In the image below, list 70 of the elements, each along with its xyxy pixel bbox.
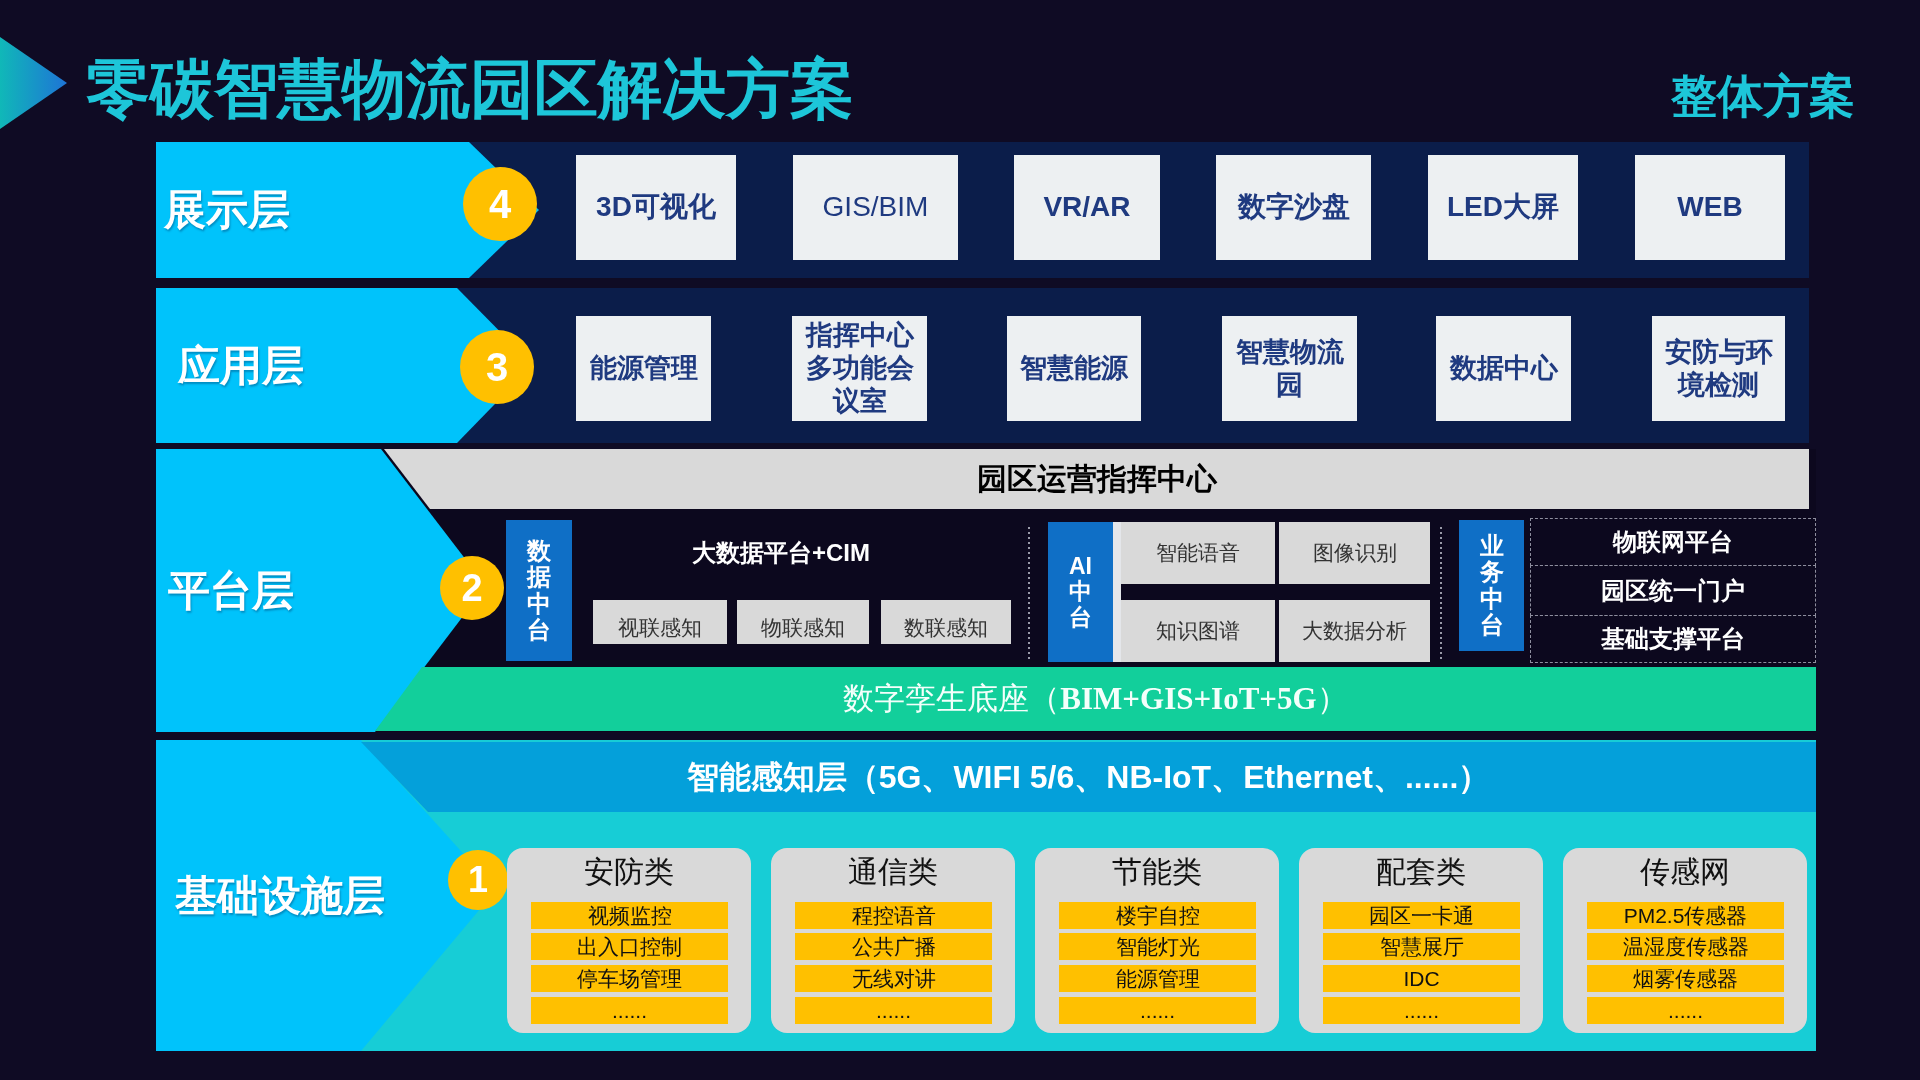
category-card (1035, 848, 1279, 1033)
card-title: 安防类 (584, 854, 674, 890)
card-title: 节能类 (1112, 854, 1202, 890)
card-title: 配套类 (1376, 854, 1466, 890)
capability-tile: 图像识别 (1279, 522, 1430, 584)
platform-item: 园区统一门户 (1530, 565, 1816, 616)
item-bar: PM2.5传感器 (1587, 902, 1784, 929)
item-bar: ...... (1323, 997, 1520, 1024)
network-band: 智能感知层（5G、WIFI 5/6、NB-IoT、Ethernet、......） (361, 742, 1816, 812)
layer-band (156, 449, 1816, 732)
item-bar: 视频监控 (531, 902, 728, 929)
page-title: 零碳智慧物流园区解决方案 (86, 53, 854, 127)
capability-tile: 智能语音 (1121, 522, 1275, 584)
item-bar: ...... (1587, 997, 1784, 1024)
item-bar: 出入口控制 (531, 933, 728, 960)
card-title: 通信类 (848, 854, 938, 890)
layer-title: 基础设施层 (175, 871, 385, 920)
card-title: 传感网 (1640, 854, 1730, 890)
category-card (507, 848, 751, 1033)
item-bar: 无线对讲 (795, 965, 992, 992)
layer-band (156, 740, 1816, 1051)
layer-title: 应用层 (178, 341, 304, 390)
layer-band (156, 288, 1809, 443)
category-card (1299, 848, 1543, 1033)
capability-tile: 视联感知 (593, 600, 727, 644)
item-bar: 温湿度传感器 (1587, 933, 1784, 960)
capability-tile: 大数据分析 (1279, 600, 1430, 662)
section-heading: 整体方案 (1671, 69, 1855, 125)
category-card (771, 848, 1015, 1033)
item-bar: IDC (1323, 965, 1520, 992)
item-bar: 园区一卡通 (1323, 902, 1520, 929)
item-bar: 程控语音 (795, 902, 992, 929)
module-tile: 能源管理 (576, 316, 711, 421)
capability-tile: 知识图谱 (1121, 600, 1275, 662)
module-tile: 指挥中心多功能会议室 (792, 316, 927, 421)
platform-tab: 数据中台 (506, 520, 572, 661)
platform-item: 基础支撑平台 (1530, 615, 1816, 663)
item-bar: ...... (1059, 997, 1256, 1024)
base-band: 数字孪生底座（BIM+GIS+IoT+5G） (375, 667, 1816, 731)
item-bar: 公共广播 (795, 933, 992, 960)
item-bar: ...... (531, 997, 728, 1024)
item-bar: ...... (795, 997, 992, 1024)
module-tile: 安防与环境检测 (1652, 316, 1785, 421)
layer-title: 平台层 (168, 566, 294, 615)
module-tile: 数字沙盘 (1216, 155, 1371, 260)
item-bar: 楼宇自控 (1059, 902, 1256, 929)
item-bar: 停车场管理 (531, 965, 728, 992)
layer-band (156, 142, 1809, 278)
category-card (1563, 848, 1807, 1033)
number-badge: 2 (440, 556, 504, 620)
item-bar: 能源管理 (1059, 965, 1256, 992)
module-tile: VR/AR (1014, 155, 1160, 260)
module-tile: 智慧物流园 (1222, 316, 1357, 421)
platform-tab: AI中台 (1048, 522, 1113, 662)
module-tile: WEB (1635, 155, 1785, 260)
item-bar: 烟雾传感器 (1587, 965, 1784, 992)
module-tile: 数据中心 (1436, 316, 1571, 421)
layer-title: 展示层 (164, 185, 290, 235)
platform-item: 物联网平台 (1530, 518, 1816, 566)
module-tile: 3D可视化 (576, 155, 736, 260)
module-tile: 智慧能源 (1007, 316, 1141, 421)
platform-tab: 业务中台 (1459, 520, 1524, 651)
banner-band: 园区运营指挥中心 (384, 449, 1809, 509)
capability-tile: 数联感知 (881, 600, 1011, 644)
item-bar: 智能灯光 (1059, 933, 1256, 960)
capability-tile: 物联感知 (737, 600, 869, 644)
group-title: 大数据平台+CIM (692, 538, 870, 568)
module-tile: GIS/BIM (793, 155, 958, 260)
module-tile: LED大屏 (1428, 155, 1578, 260)
item-bar: 智慧展厅 (1323, 933, 1520, 960)
